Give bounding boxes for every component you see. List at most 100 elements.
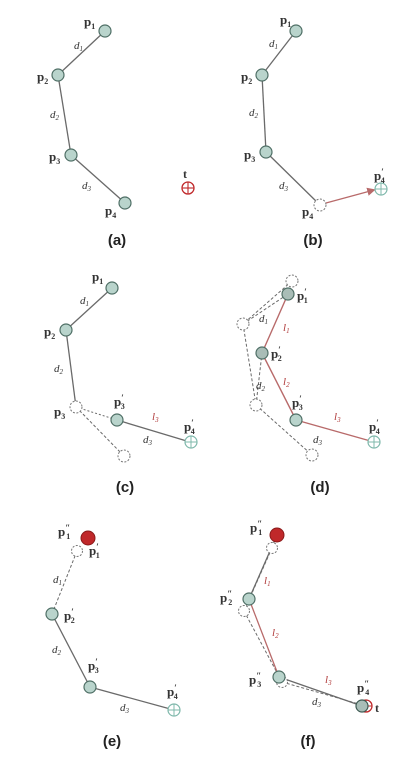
joint-p4-dprime (355, 699, 369, 713)
label-l1: l1 (264, 575, 271, 588)
label-p1-prime: p′1 (89, 542, 100, 560)
caption-d: (d) (310, 479, 329, 496)
new-link-l3 (295, 419, 375, 443)
final-link-l3 (278, 676, 363, 707)
label-d2: d2 (54, 363, 64, 376)
label-l3: l3 (325, 674, 332, 687)
joint-p1 (105, 281, 119, 295)
link-d2 (57, 74, 72, 156)
caption-b: (b) (303, 232, 322, 249)
label-p4-prime: p′4 (184, 418, 195, 436)
caption-f: (f) (301, 733, 316, 750)
label-l3: l3 (152, 411, 159, 424)
link-d2 (51, 613, 91, 688)
label-p2-prime: p′2 (271, 345, 282, 363)
label-p1: p1 (280, 12, 291, 29)
old-link-d3 (255, 404, 313, 456)
label-p3: p3 (49, 149, 60, 166)
label-p2-prime: p′2 (64, 607, 75, 625)
label-l1: l1 (283, 322, 290, 335)
label-l2: l2 (283, 376, 290, 389)
label-d3: d3 (312, 696, 322, 709)
panel-d: p′1 p′2 p′3 p′4 d1 d2 d3 l1 l2 l3 (d) (236, 274, 381, 496)
label-p4: p4 (105, 203, 116, 220)
joint-p1-old (285, 274, 299, 288)
label-p1-prime: p′1 (297, 287, 308, 305)
link-d2 (261, 74, 267, 153)
label-p3-prime: p′3 (88, 657, 99, 675)
joint-p2-prime (45, 607, 59, 621)
joint-p4-old (305, 448, 319, 462)
joint-p3-prime (289, 413, 303, 427)
move-arrow (325, 187, 376, 204)
label-d1: d1 (259, 313, 268, 326)
label-d3: d3 (143, 434, 153, 447)
link-d1 (261, 30, 297, 76)
joint-p1 (98, 24, 112, 38)
joint-p3-old (249, 398, 263, 412)
link-d1 (57, 30, 106, 76)
label-p4-prime: p′4 (374, 167, 385, 185)
label-p3: p3 (54, 404, 65, 421)
label-p3: p3 (244, 147, 255, 164)
label-d3: d3 (120, 702, 130, 715)
old-link-d3 (75, 406, 125, 457)
joint-p2-dprime (242, 592, 256, 606)
joint-p2 (255, 68, 269, 82)
new-link-l1 (261, 293, 289, 354)
joint-old (266, 542, 278, 554)
joint-p1-prime (71, 545, 83, 557)
joint-old (238, 605, 250, 617)
label-d3: d3 (279, 180, 289, 193)
joint-p3-prime (83, 680, 97, 694)
label-d1: d1 (74, 40, 83, 53)
label-d1: d1 (53, 574, 62, 587)
joint-p2 (59, 323, 73, 337)
label-p1-dprime: p″1 (250, 519, 262, 537)
new-link-d3 (116, 419, 191, 443)
target-icon (181, 181, 195, 195)
joint-p3 (259, 145, 273, 159)
caption-a: (a) (108, 232, 126, 249)
label-d1: d1 (269, 38, 278, 51)
joint-p4-old (313, 198, 327, 212)
link-d1 (65, 287, 113, 331)
joint-p1-dprime (269, 527, 285, 543)
joint-p1-prime (281, 287, 295, 301)
label-d1: d1 (80, 295, 89, 308)
joint-p4-old (117, 449, 131, 463)
dashed-link-d1 (51, 550, 78, 615)
joint-p2-old (236, 317, 250, 331)
joint-p1 (289, 24, 303, 38)
panel-f: p″1 p″2 p″3 p″4 t l1 l2 l3 d3 (f) (220, 519, 379, 750)
label-p1-dprime: p″1 (58, 523, 70, 541)
label-p1: p1 (84, 14, 95, 31)
label-d2: d2 (50, 109, 60, 122)
joint-p2-prime (255, 346, 269, 360)
label-p2: p2 (241, 69, 252, 86)
label-p4-dprime: p″4 (357, 679, 369, 697)
old-link-d1 (242, 280, 293, 325)
dashed-link (242, 293, 289, 325)
label-t: t (183, 167, 187, 181)
label-t: t (375, 701, 379, 715)
panel-e: p″1 p′1 p′2 p′3 p′4 d1 d2 d3 (e) (45, 523, 181, 750)
label-p1: p1 (92, 269, 103, 286)
label-p2: p2 (44, 324, 55, 341)
label-p3-prime: p′3 (292, 394, 303, 412)
link-d3 (265, 151, 321, 206)
label-l2: l2 (272, 627, 279, 640)
root-anchor-dot (80, 530, 96, 546)
new-link-l2 (261, 352, 297, 421)
target-icon (167, 703, 181, 717)
caption-c: (c) (116, 479, 134, 496)
final-link-l2 (248, 598, 280, 678)
panel-c: p1 p2 p3 p′3 p′4 d1 d2 d3 l3 (c) (44, 269, 198, 496)
label-p4-prime: p′4 (369, 418, 380, 436)
joint-p2 (51, 68, 65, 82)
link-d2 (65, 329, 77, 408)
label-d3: d3 (82, 180, 92, 193)
panel-b: p1 p2 p3 p4 p′4 d1 d2 d3 (b) (241, 12, 388, 249)
label-p4: p4 (302, 204, 313, 221)
